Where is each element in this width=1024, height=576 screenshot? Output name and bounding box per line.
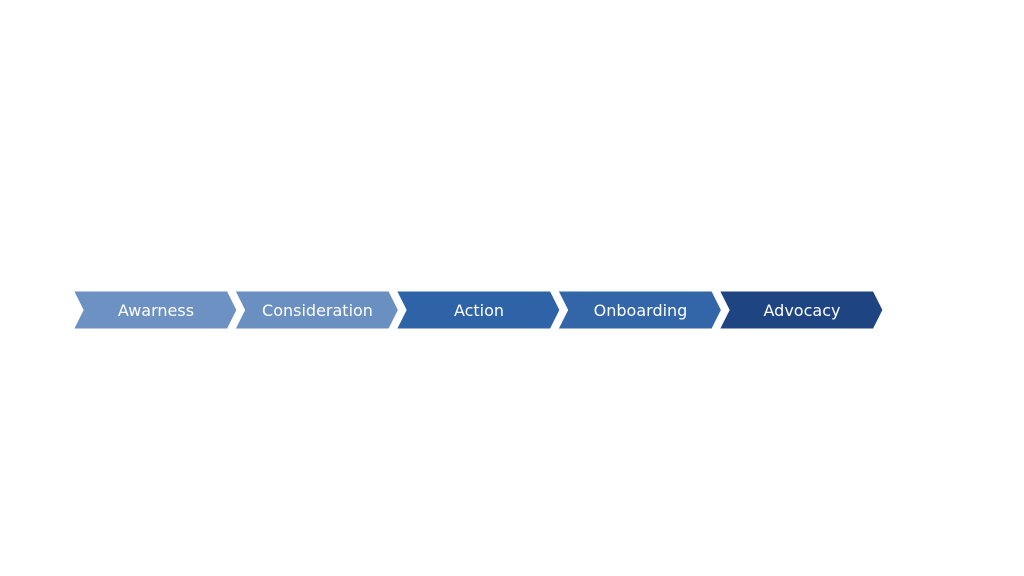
chevron-shape	[69, 288, 240, 332]
stage-action: Action	[392, 288, 563, 332]
stage-label: Consideration	[262, 301, 373, 320]
chevron-shape	[231, 288, 402, 332]
stage-label: Onboarding	[594, 301, 688, 320]
chevron-shape	[715, 288, 886, 332]
stage-label: Action	[454, 301, 504, 320]
stage-consideration: Consideration	[231, 288, 402, 332]
stage-onboarding: Onboarding	[554, 288, 725, 332]
stage-label: Advocacy	[764, 301, 841, 320]
chevron-shape	[554, 288, 725, 332]
chevron-shape	[392, 288, 563, 332]
stage-label: Awarness	[118, 301, 194, 320]
stage-advocacy: Advocacy	[715, 288, 886, 332]
stage-awarness: Awarness	[69, 288, 240, 332]
